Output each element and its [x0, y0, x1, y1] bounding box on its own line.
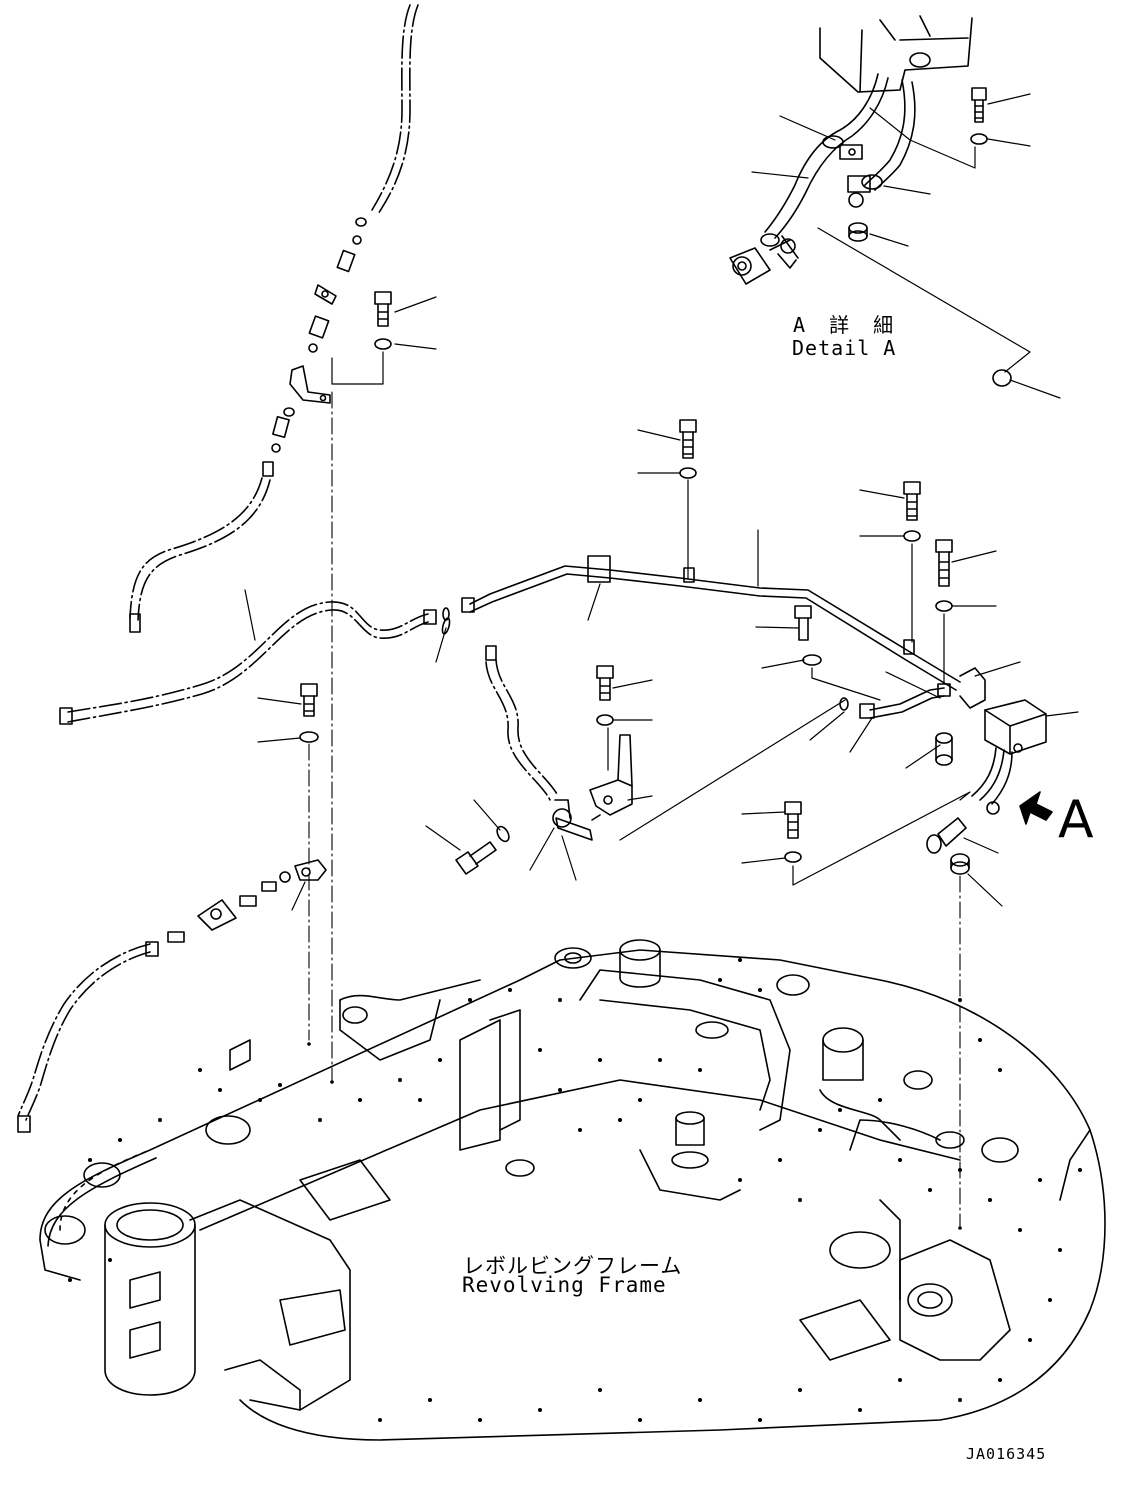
detail-a-end-fitting — [729, 235, 799, 285]
detail-a-view — [729, 15, 1061, 399]
clamp-bracket — [589, 734, 633, 821]
center-hose — [485, 645, 593, 841]
revolving-frame-label-en: Revolving Frame — [462, 1273, 667, 1297]
frame-bosses — [44, 939, 1019, 1317]
detail-a-collar — [848, 222, 868, 242]
lower-left-hose — [17, 859, 327, 1133]
detail-a-title-en: Detail A — [792, 336, 897, 360]
detail-a-tank-block — [819, 15, 973, 93]
view-a-label: A — [1058, 790, 1094, 850]
detail-a-hose-right — [847, 79, 916, 208]
detail-a-bolt — [971, 87, 987, 123]
manifold-block — [984, 699, 1047, 755]
alignment-lines — [308, 391, 961, 1227]
revolving-frame — [39, 939, 1106, 1441]
frame-cylinder — [104, 1202, 196, 1396]
drawing-code: JA016345 — [966, 1445, 1047, 1463]
upper-pipe-assembly — [461, 555, 1047, 815]
detail-a-washer — [970, 133, 988, 145]
frame-holes — [68, 958, 1082, 1422]
left-long-hose — [129, 4, 419, 633]
view-a-arrow — [1019, 791, 1053, 825]
revolving-frame-label-jp: レボルビングフレーム — [463, 1254, 683, 1278]
detail-a-hose-left — [760, 73, 889, 247]
center-bolts — [299, 291, 970, 875]
leader-lines — [244, 296, 1079, 911]
detail-a-plug — [992, 369, 1012, 387]
mid-left-hose — [59, 601, 450, 725]
detail-a-title-jp: A 詳 細 — [793, 313, 900, 337]
detail-a-leader-lines — [751, 93, 1061, 399]
